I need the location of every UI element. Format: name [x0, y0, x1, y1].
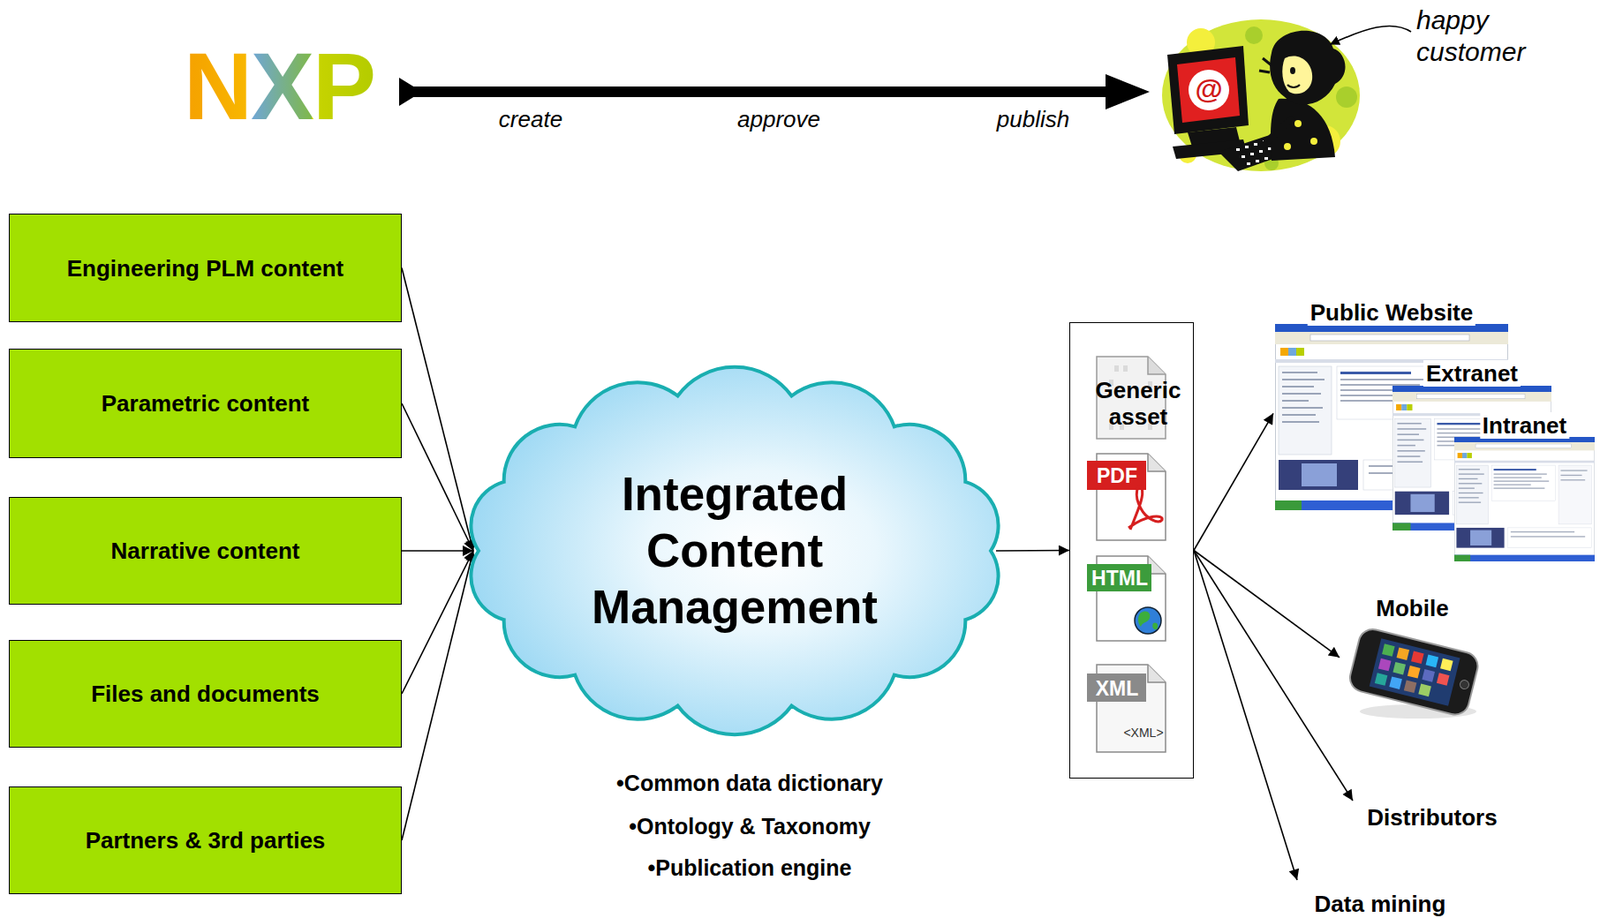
output-channel: Mobile	[1344, 624, 1480, 720]
source-box: Parametric content	[8, 348, 402, 459]
heading-slot: Public Website	[1307, 299, 1476, 326]
channel-heading: Mobile	[1373, 595, 1451, 622]
format-mark: <XML>	[1123, 725, 1163, 741]
cloud-title: Integrated Content Management	[580, 466, 890, 636]
box-label: Partners & 3rd parties	[85, 827, 326, 854]
label-slot: create	[498, 105, 563, 134]
text-slot: PDF	[1096, 463, 1138, 489]
channel-heading: Public Website	[1307, 299, 1476, 326]
text-slot: Generic asset	[1085, 377, 1192, 431]
output-label: Data mining	[1309, 885, 1451, 918]
output-channel: Intranet	[1454, 437, 1595, 562]
website-screenshots	[1275, 324, 1595, 562]
label-slot: publish	[996, 105, 1070, 134]
format-tag: XML	[1095, 676, 1140, 702]
format-tag: HTML	[1091, 566, 1148, 591]
output-label: Distributors	[1361, 799, 1503, 837]
feature-bullet: •Common data dictionary	[616, 769, 884, 797]
channel-label: Distributors	[1366, 804, 1497, 831]
format-tag: PDF	[1096, 463, 1138, 489]
cloud-node: Integrated Content Management	[448, 362, 1021, 740]
feature-bullet: •Publication engine	[648, 854, 853, 882]
connector	[401, 550, 474, 552]
phone-illustration	[1347, 626, 1481, 719]
source-box: Engineering PLM content	[8, 213, 402, 323]
label-slot: •Ontology & Taxonomy	[628, 813, 871, 840]
connector	[1193, 550, 1340, 658]
logo-text: NXP	[183, 38, 375, 135]
label-slot: •Common data dictionary	[616, 769, 884, 797]
box-label: Narrative content	[111, 537, 301, 565]
connector	[401, 403, 474, 551]
source-box: Files and documents	[8, 640, 402, 748]
connector	[401, 550, 474, 695]
process-arrow	[399, 74, 1150, 110]
box-label: Files and documents	[90, 680, 320, 708]
channel-label: Data mining	[1314, 890, 1447, 918]
connector	[1193, 550, 1298, 882]
box-label: Engineering PLM content	[67, 255, 344, 282]
callout-text: happy customer	[1416, 4, 1549, 68]
screen-symbol: @	[1194, 72, 1223, 106]
connector	[1193, 413, 1274, 551]
step-label: create	[498, 105, 563, 134]
connector	[996, 550, 1070, 552]
leader-line	[1330, 25, 1412, 45]
format-box: Generic assetPDF HTML XML <XML>	[1069, 322, 1194, 779]
text-slot: HTML	[1091, 566, 1148, 591]
step-label: publish	[996, 105, 1070, 134]
connector	[401, 268, 474, 552]
connector	[401, 550, 474, 841]
label-slot: NXP	[183, 38, 375, 135]
asset-label: Generic asset	[1085, 377, 1192, 431]
text-slot: <XML>	[1123, 725, 1163, 741]
source-box: Narrative content	[8, 497, 402, 605]
channel-heading: Intranet	[1479, 412, 1570, 439]
label-slot: •Publication engine	[648, 854, 853, 882]
box-label: Parametric content	[101, 390, 310, 417]
channel-heading: Extranet	[1423, 360, 1521, 387]
heading-slot: Intranet	[1479, 412, 1570, 439]
output-channel: Extranet	[1392, 385, 1552, 531]
step-label: approve	[737, 105, 821, 134]
output-channel: Public Website	[1275, 324, 1509, 511]
label-slot: happy customer	[1416, 4, 1549, 68]
heading-slot: Extranet	[1423, 360, 1521, 387]
source-box: Partners & 3rd parties	[8, 786, 402, 895]
connector	[1193, 550, 1353, 802]
label-slot: @	[1194, 72, 1223, 106]
label-slot: approve	[737, 105, 821, 134]
feature-bullet: •Ontology & Taxonomy	[628, 813, 871, 840]
heading-slot: Mobile	[1373, 595, 1451, 622]
text-slot: XML	[1095, 676, 1140, 702]
cloud-outline	[470, 367, 998, 735]
customer-illustration	[1162, 19, 1360, 172]
